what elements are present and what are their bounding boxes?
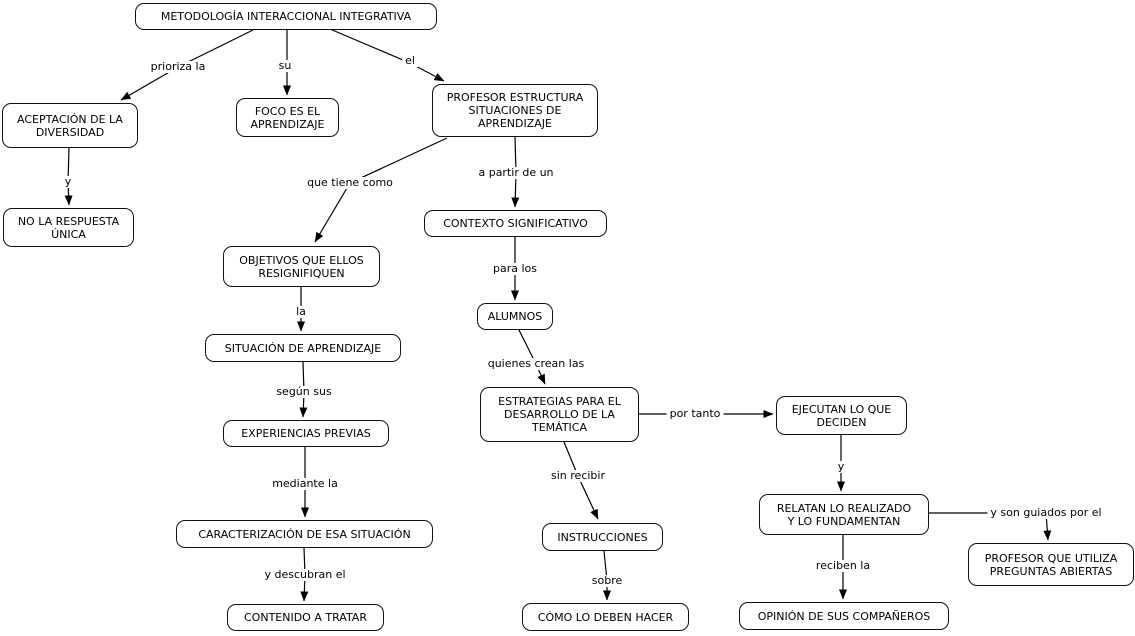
- concept-objetivos-que-ellos-resignifiquen[interactable]: OBJETIVOS QUE ELLOS RESIGNIFIQUEN: [223, 246, 380, 287]
- link-label-reciben-la[interactable]: reciben la: [812, 560, 874, 572]
- link-label-mediante-la[interactable]: mediante la: [269, 478, 341, 490]
- concept-profesor-preguntas-abiertas[interactable]: PROFESOR QUE UTILIZA PREGUNTAS ABIERTAS: [968, 543, 1134, 586]
- concept-relatan-lo-realizado[interactable]: RELATAN LO REALIZADO Y LO FUNDAMENTAN: [759, 494, 929, 535]
- link-label-a-partir-de-un[interactable]: a partir de un: [475, 167, 557, 179]
- concept-situacion-de-aprendizaje[interactable]: SITUACIÓN DE APRENDIZAJE: [205, 334, 401, 362]
- concept-ejecutan-lo-que-deciden[interactable]: EJECUTAN LO QUE DECIDEN: [776, 396, 907, 435]
- concept-opinion-de-sus-companeros[interactable]: OPINIÓN DE SUS COMPAÑEROS: [739, 602, 949, 630]
- link-label-y-son-guiados-por-el[interactable]: y son guiados por el: [987, 507, 1105, 519]
- concept-estrategias-desarrollo-tematica[interactable]: ESTRATEGIAS PARA EL DESARROLLO DE LA TEM…: [480, 387, 639, 442]
- connector-metodologia-profesor: [329, 28, 445, 82]
- link-label-que-tiene-como[interactable]: que tiene como: [304, 177, 396, 189]
- link-label-su[interactable]: su: [275, 60, 295, 72]
- link-label-el[interactable]: el: [402, 55, 418, 67]
- concept-instrucciones[interactable]: INSTRUCCIONES: [542, 523, 663, 551]
- concept-contexto-significativo[interactable]: CONTEXTO SIGNIFICATIVO: [424, 210, 607, 237]
- link-label-segun-sus[interactable]: según sus: [273, 386, 335, 398]
- concept-contenido-a-tratar[interactable]: CONTENIDO A TRATAR: [227, 604, 384, 631]
- link-label-y-1[interactable]: y: [61, 176, 75, 188]
- concept-profesor-estructura-situaciones[interactable]: PROFESOR ESTRUCTURA SITUACIONES DE APREN…: [432, 84, 598, 137]
- link-label-y-descubran-el[interactable]: y descubran el: [261, 569, 349, 581]
- concept-alumnos[interactable]: ALUMNOS: [477, 303, 553, 330]
- concept-metodologia-interaccional-integrativa[interactable]: METODOLOGÍA INTERACCIONAL INTEGRATIVA: [135, 3, 437, 30]
- link-label-para-los[interactable]: para los: [490, 263, 540, 275]
- link-label-la[interactable]: la: [293, 306, 309, 318]
- concept-caracterizacion-de-esa-situacion[interactable]: CARACTERIZACIÓN DE ESA SITUACIÓN: [176, 520, 433, 548]
- concept-experiencias-previas[interactable]: EXPERIENCIAS PREVIAS: [223, 420, 389, 447]
- concept-como-lo-deben-hacer[interactable]: CÓMO LO DEBEN HACER: [522, 603, 689, 631]
- concept-foco-es-el-aprendizaje[interactable]: FOCO ES EL APRENDIZAJE: [236, 98, 339, 137]
- concept-aceptacion-de-la-diversidad[interactable]: ACEPTACIÓN DE LA DIVERSIDAD: [2, 103, 138, 148]
- link-label-y-2[interactable]: y: [834, 461, 848, 473]
- concept-no-la-respuesta-unica[interactable]: NO LA RESPUESTA ÚNICA: [3, 208, 134, 247]
- link-label-sin-recibir[interactable]: sin recibir: [548, 470, 608, 482]
- link-label-sobre[interactable]: sobre: [588, 575, 626, 587]
- link-label-prioriza-la[interactable]: prioriza la: [147, 61, 209, 73]
- link-label-quienes-crean-las[interactable]: quienes crean las: [484, 358, 588, 370]
- link-label-por-tanto[interactable]: por tanto: [666, 408, 724, 420]
